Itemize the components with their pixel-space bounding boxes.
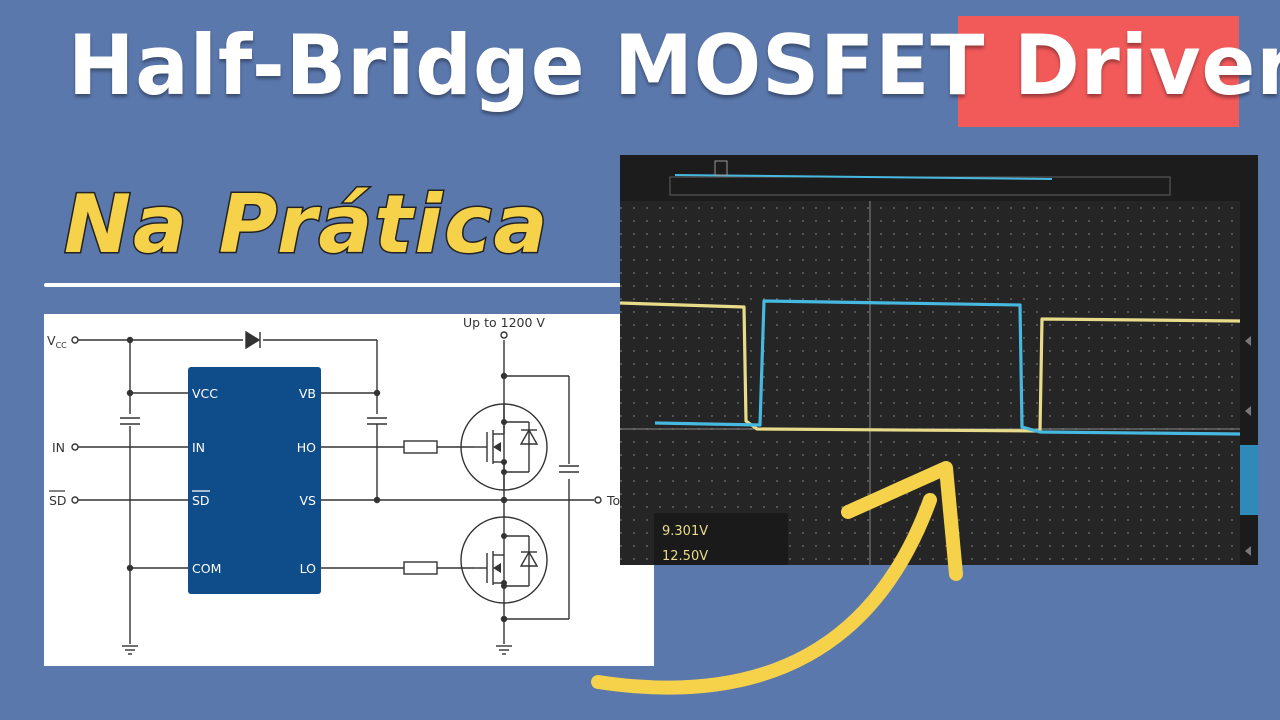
half-bridge-schematic: VCC IN SD COM VB HO VS LO VCC IN SD Up t…	[44, 314, 654, 666]
pin-lo: LO	[300, 561, 317, 576]
in-label: IN	[52, 440, 65, 455]
pin-sd: SD	[192, 493, 210, 508]
pin-com: COM	[192, 561, 221, 576]
pin-vs: VS	[300, 493, 317, 508]
subtitle-underline	[44, 283, 684, 287]
supply-label: Up to 1200 V	[463, 315, 545, 330]
title-highlight	[958, 16, 1239, 127]
scope-waveforms: 9.301V 12.50V	[619, 155, 1258, 565]
vcc-label: VCC	[47, 333, 67, 350]
scope-readout-2: 12.50V	[662, 549, 708, 564]
schematic-drawing: VCC IN SD COM VB HO VS LO VCC IN SD Up t…	[47, 315, 651, 655]
sd-label: SD	[49, 493, 67, 508]
pin-vcc: VCC	[192, 386, 218, 401]
pin-vb: VB	[299, 386, 316, 401]
pointer-arrow	[591, 461, 963, 695]
title-banner: Half-Bridge MOSFET Driver	[0, 0, 1280, 140]
subtitle: Na Prática	[63, 177, 550, 273]
pin-ho: HO	[297, 440, 316, 455]
scope-readout-1: 9.301V	[662, 524, 708, 539]
page-title: Half-Bridge MOSFET Driver	[68, 17, 1280, 114]
pin-in: IN	[192, 440, 205, 455]
oscilloscope-screen: 9.301V 12.50V	[619, 155, 1258, 565]
driver-ic	[188, 367, 321, 594]
